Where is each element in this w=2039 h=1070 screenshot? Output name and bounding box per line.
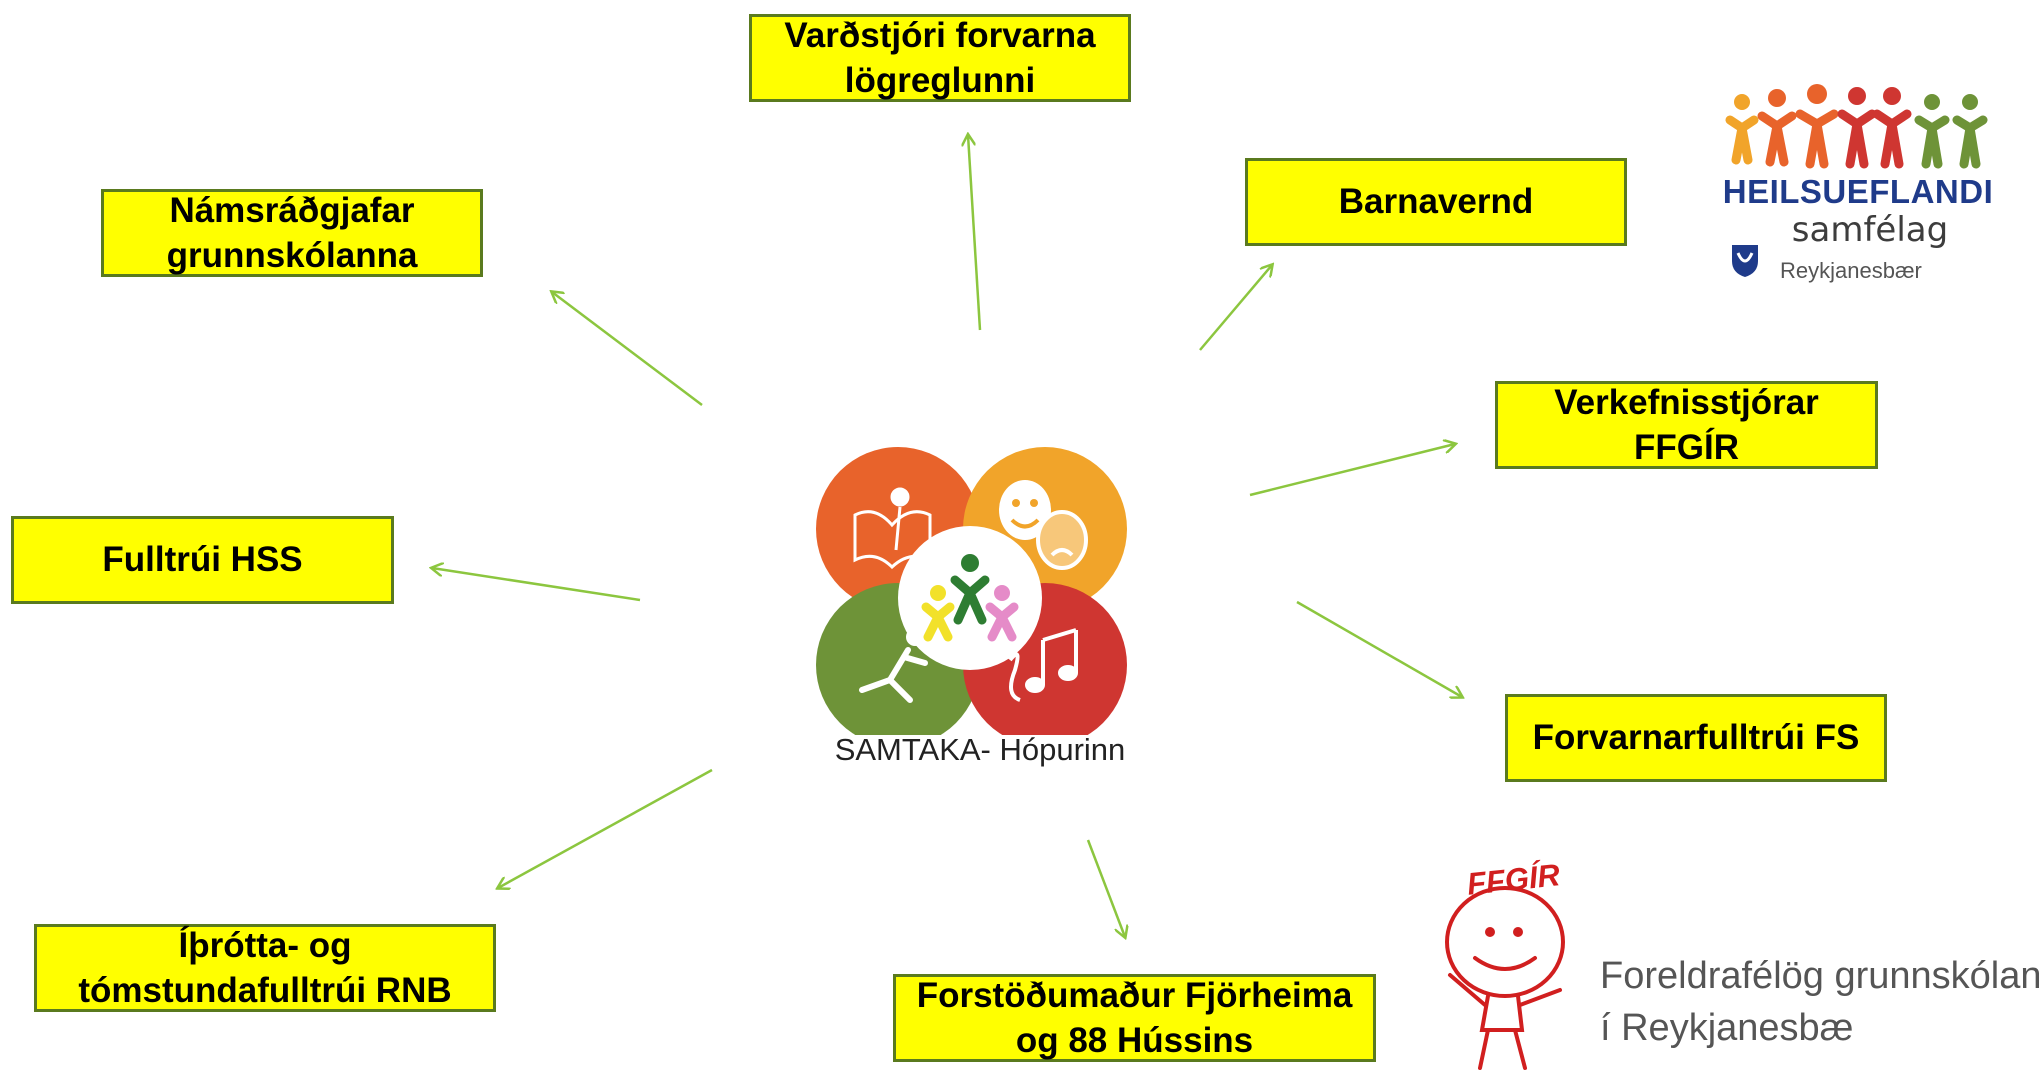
arrow-forstodumadur <box>1086 839 1125 937</box>
heilsueflandi-title: HEILSUEFLANDI <box>1722 173 1994 210</box>
box-forvarnarfulltrui: Forvarnarfulltrúi FS <box>1505 694 1887 782</box>
runner-icon <box>859 628 928 703</box>
arrow-barnavernd <box>1199 265 1272 351</box>
box-namsradgjafar: Námsráðgjafar grunnskólanna <box>101 189 483 277</box>
smiley-figure-icon <box>1445 886 1565 1070</box>
music-notes-icon <box>1008 628 1078 702</box>
arrow-namsradgjafar <box>552 292 703 406</box>
arrow-ithrotta <box>498 768 713 888</box>
heilsueflandi-figures-logo <box>1725 84 1988 169</box>
arrow-fulltrui-hss <box>432 568 641 602</box>
hub-caption: SAMTAKA- Hópurinn <box>834 732 1126 767</box>
people-figures-icon <box>921 554 1019 642</box>
box-forstodumadur: Forstöðumaður Fjörheima og 88 Hússins <box>893 974 1376 1062</box>
shield-icon <box>1732 245 1758 277</box>
box-ithrotta: Íþrótta- og tómstundafulltrúi RNB <box>34 924 496 1012</box>
box-fulltrui-hss: Fulltrúi HSS <box>11 516 394 604</box>
arrow-verkefnisstjorar <box>1249 444 1455 497</box>
arrow-vardstjori <box>968 135 982 331</box>
arrow-forvarnarfulltrui <box>1296 600 1462 697</box>
samtaka-hub-logo <box>816 447 1127 735</box>
box-barnavernd: Barnavernd <box>1245 158 1627 246</box>
ffgir-line1: Foreldrafélög grunnskólanna <box>1600 955 2039 997</box>
heilsueflandi-town: Reykjanesbær <box>1780 258 1922 283</box>
box-verkefnisstjorar: Verkefnisstjórar FFGÍR <box>1495 381 1878 469</box>
heilsueflandi-subtitle: samfélag <box>1791 210 1949 250</box>
box-vardstjori: Varðstjóri forvarna lögreglunni <box>749 14 1131 102</box>
ffgir-line2: í Reykjanesbæ <box>1600 1007 1854 1049</box>
theater-masks-icon <box>999 480 1088 570</box>
book-reader-icon <box>853 487 932 570</box>
